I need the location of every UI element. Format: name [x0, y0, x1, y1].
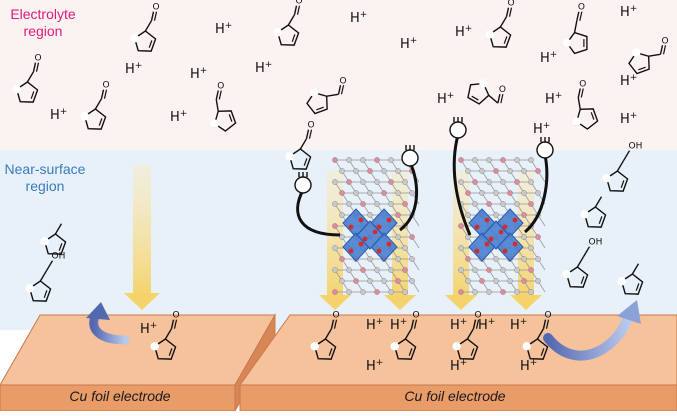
svg-text:O: O [578, 3, 585, 13]
furfural-molecule: OO [628, 36, 669, 75]
left-electrode-label: Cu foil electrode [69, 388, 171, 404]
furfural-molecule: OO [130, 3, 160, 52]
furfural-molecule: OO [150, 311, 180, 360]
methylfuran-molecule: O [40, 223, 67, 255]
svg-text:OH: OH [629, 142, 643, 152]
furfural-molecule: OO [562, 3, 588, 55]
svg-text:O: O [217, 81, 224, 91]
curved-arrow-right-head [617, 300, 641, 324]
right-inner-hand-icon [536, 137, 554, 159]
curved-arrow-left-head [86, 302, 110, 320]
svg-text:O: O [103, 81, 110, 91]
methylfuran-molecule: O [617, 263, 644, 295]
svg-text:O: O [579, 79, 586, 89]
electrolyte-region-label: Electrolyte region [4, 6, 82, 40]
furfural-molecule: OO [390, 311, 420, 360]
furfural-molecule: OO [80, 81, 110, 130]
right-outer-hand-icon [449, 117, 467, 139]
electrolyte-region-bg [0, 0, 677, 150]
svg-text:O: O [475, 311, 482, 321]
svg-text:O: O [296, 0, 303, 7]
curved-arrow-right [543, 313, 633, 361]
svg-text:O: O [508, 0, 515, 9]
mof-cluster-right [445, 157, 546, 310]
left-inner-hand-icon [401, 145, 419, 167]
right-inner-arm [523, 154, 549, 234]
furfural-molecule: OO [452, 311, 482, 360]
furfural-molecule: OO [12, 54, 42, 103]
furfural-molecule: OO [467, 79, 506, 105]
svg-text:O: O [153, 3, 160, 13]
left-inner-arm [399, 161, 419, 232]
svg-text:O: O [308, 121, 315, 131]
molecules-layer: OOOOOOOOOOOOOOOOOOOOOOOOOOOOOOOOOOOOOOOH… [12, 0, 669, 360]
light-beam-left [124, 165, 160, 310]
furfuryl-alcohol-molecule: OOH [602, 142, 643, 192]
furfural-molecule: OO [485, 0, 515, 48]
light-beam-head [445, 295, 477, 310]
furfural-molecule: OO [273, 0, 303, 46]
furfural-molecule: OO [285, 121, 315, 170]
light-beam [453, 170, 469, 295]
furfural-molecule: OO [306, 76, 347, 115]
light-beam-head [319, 295, 351, 310]
furfuryl-alcohol-molecule: OOH [562, 238, 603, 288]
svg-text:OH: OH [52, 252, 66, 262]
svg-text:O: O [662, 36, 669, 46]
svg-text:O: O [333, 311, 340, 321]
left-outer-hand-icon [294, 172, 312, 194]
furfural-molecule: OO [522, 311, 552, 360]
furfural-molecule: OO [572, 79, 599, 130]
svg-text:O: O [340, 76, 347, 86]
svg-text:O: O [173, 311, 180, 321]
light-beam [392, 170, 408, 295]
svg-text:O: O [413, 311, 420, 321]
light-beam [327, 170, 343, 295]
furfural-molecule: OO [210, 81, 237, 132]
methylfuran-molecule: O [580, 196, 607, 228]
furfuryl-alcohol-molecule: OOH [25, 252, 66, 302]
svg-text:O: O [545, 311, 552, 321]
light-beam-head [384, 295, 416, 310]
mof-cluster-left [319, 157, 420, 310]
svg-text:O: O [499, 85, 506, 95]
furfural-molecule: OO [310, 311, 340, 360]
electrolyte-label-line1: Electrolyte region [10, 6, 76, 39]
near-surface-label-line1: Near-surface region [4, 161, 86, 194]
polyoxometalate-cluster [468, 208, 524, 262]
left-outer-arm [296, 189, 341, 237]
polyoxometalate-cluster [342, 208, 398, 262]
near-surface-region-label: Near-surface region [4, 161, 86, 195]
light-beam-head [510, 295, 542, 310]
svg-text:O: O [35, 54, 42, 64]
right-outer-arm [452, 134, 472, 236]
svg-text:OH: OH [589, 238, 603, 248]
right-electrode-label: Cu foil electrode [404, 388, 506, 404]
